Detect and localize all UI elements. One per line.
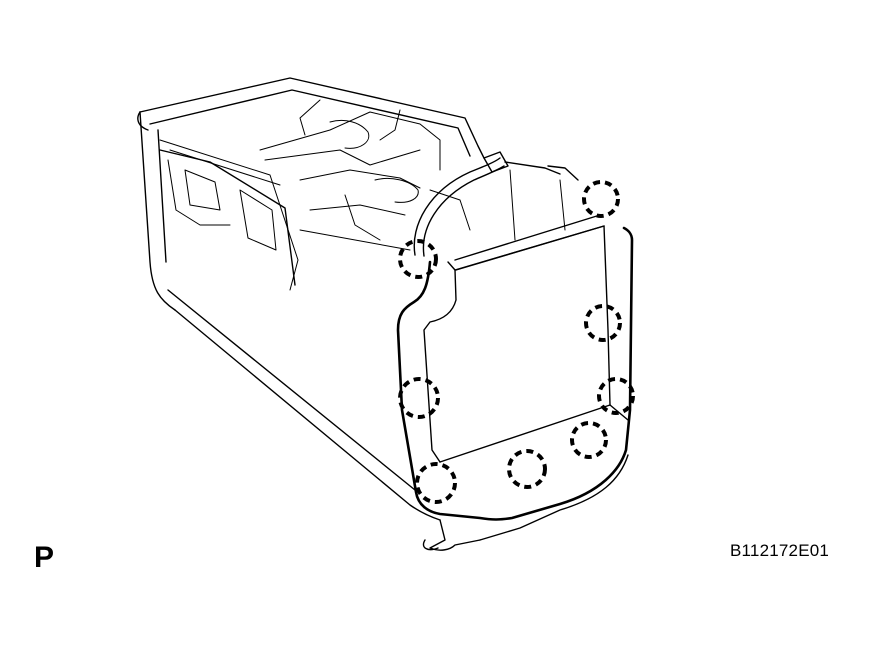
clip-marker — [597, 377, 635, 415]
clip-locations — [398, 180, 635, 504]
view-label: P — [34, 541, 55, 574]
clip-marker — [582, 180, 620, 218]
console-box-outline — [137, 77, 605, 521]
figure-code: B112172E01 — [730, 541, 830, 560]
clip-marker — [507, 449, 547, 489]
clip-marker — [570, 421, 608, 459]
clip-marker — [415, 462, 457, 504]
rear-panel-outline — [396, 225, 634, 551]
clip-marker — [398, 377, 440, 419]
clip-marker — [584, 304, 622, 342]
clip-marker — [398, 239, 438, 279]
